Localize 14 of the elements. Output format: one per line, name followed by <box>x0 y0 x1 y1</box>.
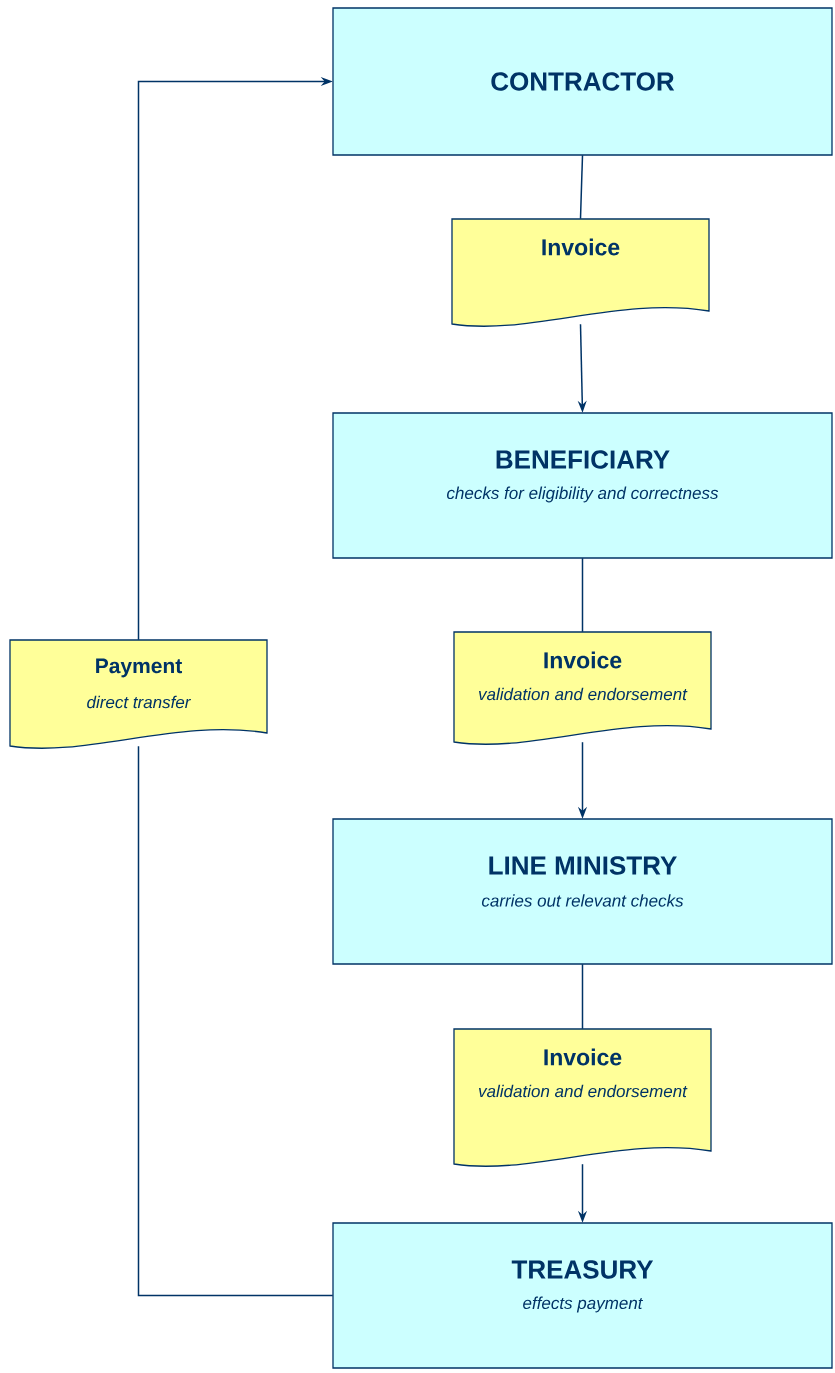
heading: Invoice <box>544 651 622 669</box>
subtext: validation and endorsement <box>479 687 688 701</box>
subtext: checks for eligibility and correctness <box>447 486 719 503</box>
heading: Invoice <box>542 238 620 256</box>
subtext: effects payment <box>523 1296 644 1313</box>
heading: BENEFICIARY <box>496 450 670 469</box>
heading: LINE MINISTRY <box>489 856 677 875</box>
subtext: carries out relevant checks <box>481 894 684 907</box>
subtext: validation and endorsement <box>479 1084 688 1098</box>
heading: Invoice <box>544 1048 622 1066</box>
heading: TREASURY <box>511 1260 654 1279</box>
heading: CONTRACTOR <box>491 72 675 91</box>
heading: Payment <box>96 658 182 678</box>
subtext: direct transfer <box>87 695 191 709</box>
